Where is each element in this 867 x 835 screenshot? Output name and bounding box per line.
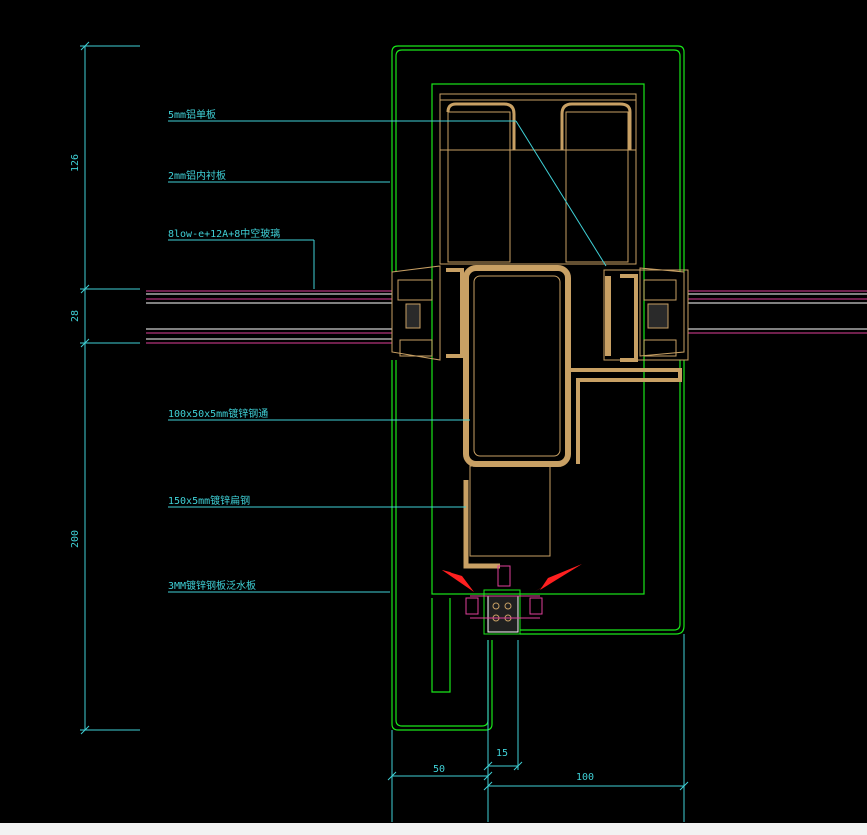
leader-lines [168,120,607,593]
dimension-100: 100 [576,772,594,783]
inner-liner [439,93,637,265]
label-aluminum-liner: 2mm铝内衬板 [168,169,226,182]
flat-bar-150x5 [463,461,551,569]
bottom-connector [465,565,543,635]
label-aluminum-panel: 5mm铝单板 [168,108,216,121]
glass-right [688,290,867,334]
vertical-dimension-chain [80,41,140,735]
label-insulated-glass: 8low-e+12A+8中空玻璃 [168,227,280,240]
dimension-15: 15 [496,748,508,759]
bottom-strip [0,823,867,835]
dimension-126: 126 [70,154,81,172]
gasket-left [391,265,464,361]
label-flashing-plate: 3MM镀锌钢板泛水板 [168,579,256,592]
dimension-200: 200 [70,530,81,548]
label-steel-tube: 100x50x5mm镀锌钢通 [168,407,268,420]
dimension-50: 50 [433,764,445,775]
steel-tube-100x50 [463,265,689,467]
dimension-28: 28 [70,310,81,322]
red-arrow-icon [534,564,582,592]
aluminum-panel-outline [391,45,685,731]
horizontal-dimensions [387,634,689,822]
glass-left [146,290,392,344]
label-flat-steel: 150x5mm镀锌扁钢 [168,494,250,507]
gasket-right [620,267,685,362]
red-arrow-icon [442,570,474,592]
